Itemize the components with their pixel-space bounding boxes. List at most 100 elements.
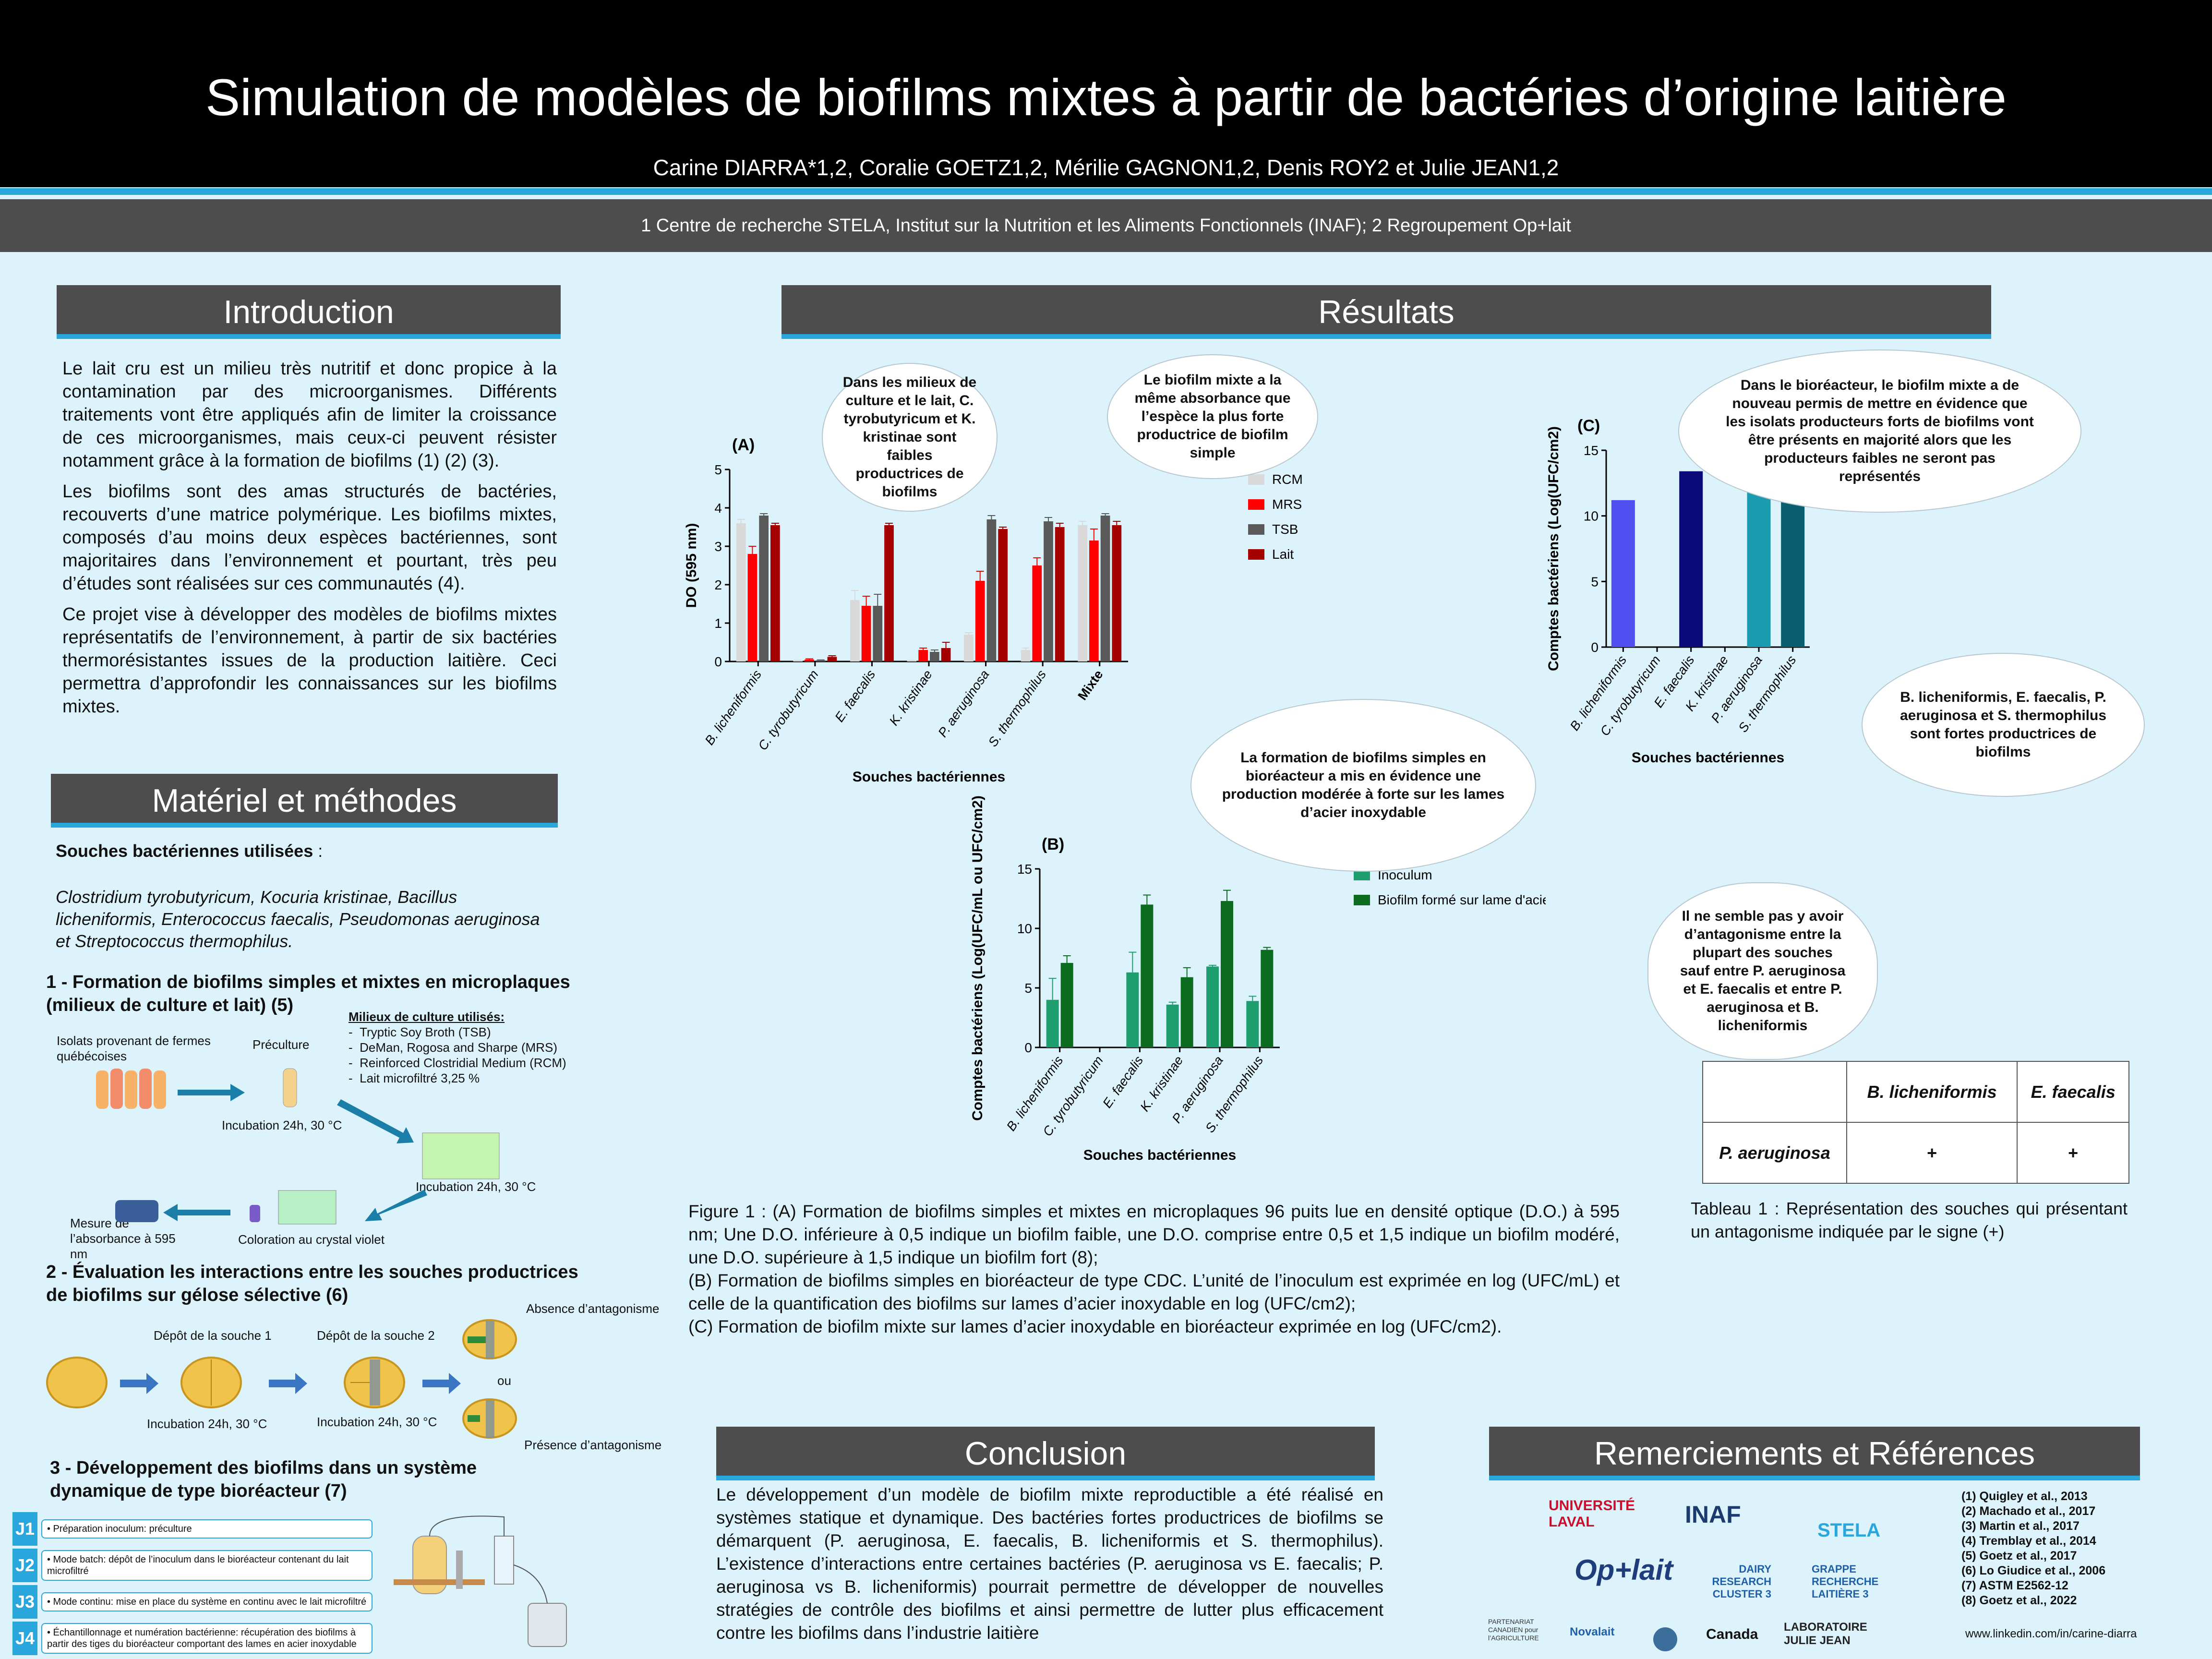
- bar: [1221, 901, 1233, 1047]
- intro-paragraph-1: Le lait cru est un milieu très nutritif …: [62, 359, 557, 471]
- header-bar: [0, 0, 2212, 187]
- legend-label: TSB: [1272, 522, 1298, 537]
- bar: [1611, 500, 1635, 647]
- label-deposit-2: Dépôt de la souche 2: [317, 1328, 435, 1343]
- x-tick-label: S. thermophilus: [986, 667, 1049, 749]
- callout-bubble-6: Il ne semble pas y avoir d’antagonisme e…: [1647, 882, 1878, 1060]
- figure-caption-a: Figure 1 : (A) Formation de biofilms sim…: [688, 1202, 1620, 1267]
- table-cell: +: [1846, 1122, 2018, 1184]
- label-incubation-2: Incubation 24h, 30 °C: [416, 1179, 536, 1194]
- bar: [1112, 525, 1122, 661]
- stained-plate-icon: [278, 1190, 337, 1225]
- step-text: • Préparation inoculum: préculture: [41, 1519, 373, 1539]
- novalait-logo: Novalait: [1570, 1625, 1615, 1638]
- grappe-logo: GRAPPE RECHERCHE LAITIÈRE 3: [1812, 1563, 1879, 1600]
- y-tick-label: 5: [714, 462, 722, 477]
- step-text: • Mode continu: mise en place du système…: [41, 1592, 373, 1611]
- legend-swatch: [1248, 499, 1264, 510]
- bar: [1141, 904, 1154, 1047]
- chart-title: (B): [1042, 835, 1064, 854]
- label-absence: Absence d’antagonisme: [526, 1301, 660, 1316]
- bar: [1044, 521, 1053, 661]
- bar: [1032, 565, 1042, 661]
- bar: [1100, 516, 1110, 661]
- conclusion-text: Le développement d’un modèle de biofilm …: [716, 1485, 1383, 1643]
- intro-paragraph-3: Ce projet vise à développer des modèles …: [62, 604, 557, 717]
- bar: [827, 657, 837, 661]
- julie-jean-lab-logo: LABORATOIRE JULIE JEAN: [1784, 1621, 1867, 1647]
- table-header-cell: B. licheniformis: [1846, 1061, 2018, 1123]
- label-stain: Coloration au crystal violet: [238, 1232, 385, 1247]
- y-tick-label: 2: [714, 577, 722, 592]
- x-tick-label: B. licheniformis: [702, 667, 765, 747]
- table-row-header: P. aeruginosa: [1702, 1122, 1847, 1184]
- bar: [759, 516, 769, 661]
- x-axis-label: Souches bactériennes: [1632, 750, 1784, 766]
- step3-title: 3 - Développement des biofilms dans un s…: [50, 1458, 477, 1501]
- y-tick-label: 10: [1017, 921, 1032, 936]
- methods-heading: Matériel et méthodes: [51, 774, 558, 828]
- bar: [884, 525, 894, 661]
- media-item: - Reinforced Clostridial Medium (RCM): [349, 1056, 566, 1070]
- results-heading: Résultats: [781, 285, 1991, 339]
- table-row: B. licheniformis E. faecalis: [1702, 1061, 2129, 1123]
- x-tick-label: E. faecalis: [1100, 1053, 1146, 1110]
- x-tick-label: C. tyrobutyricum: [755, 667, 821, 753]
- x-tick-label: C. tyrobutyricum: [1598, 653, 1663, 738]
- bioreactor-steps: J1 • Préparation inoculum: préculture J2…: [12, 1512, 377, 1655]
- inaf-logo: INAF: [1685, 1501, 1741, 1528]
- linkedin-link[interactable]: www.linkedin.com/in/carine-diarra: [1965, 1627, 2137, 1640]
- legend-label: Lait: [1272, 547, 1294, 562]
- strains-list: Clostridium tyrobutyricum, Kocuria krist…: [56, 887, 540, 951]
- reference-item: (5) Goetz et al., 2017: [1961, 1549, 2077, 1563]
- label-or: ou: [497, 1373, 511, 1388]
- bar: [1781, 483, 1805, 647]
- legend-label: RCM: [1272, 472, 1303, 487]
- step-number: J2: [12, 1549, 37, 1582]
- step2-agar-diagram: [46, 1319, 517, 1439]
- plate-reader-icon: [115, 1200, 158, 1222]
- arrow-icon: [422, 1373, 461, 1394]
- legend-label: MRS: [1272, 497, 1302, 512]
- x-tick-label: E. faecalis: [832, 667, 878, 724]
- y-tick-label: 4: [714, 501, 722, 516]
- label-isolates: Isolats provenant de fermes québécoises: [57, 1034, 211, 1063]
- bar: [1046, 999, 1059, 1047]
- reference-item: (8) Goetz et al., 2022: [1961, 1594, 2077, 1607]
- legend-swatch: [1354, 870, 1370, 880]
- bar: [1078, 525, 1087, 661]
- step-number: J1: [12, 1512, 37, 1546]
- refs-heading: Remerciements et Références: [1489, 1427, 2140, 1480]
- media-item: - Lait microfiltré 3,25 %: [349, 1071, 480, 1085]
- arrow-icon: [365, 1190, 427, 1221]
- y-tick-label: 0: [1024, 1040, 1032, 1055]
- table-corner-cell: [1702, 1061, 1847, 1123]
- x-tick-label: P. aeruginosa: [935, 667, 992, 740]
- label-presence: Présence d’antagonisme: [524, 1438, 662, 1452]
- step1-workflow-diagram: [96, 1068, 500, 1225]
- y-tick-label: 5: [1024, 981, 1032, 996]
- label-incub-plate-2: Incubation 24h, 30 °C: [317, 1415, 437, 1429]
- legend-swatch: [1354, 895, 1370, 905]
- y-tick-label: 10: [1584, 509, 1599, 524]
- reference-item: (6) Lo Giudice et al., 2006: [1961, 1564, 2106, 1577]
- seal-icon: [1653, 1627, 1677, 1651]
- reference-item: (7) ASTM E2562-12: [1961, 1579, 2068, 1592]
- table-caption: Tableau 1 : Représentation des souches q…: [1691, 1199, 2128, 1241]
- x-axis-label: Souches bactériennes: [1083, 1147, 1236, 1163]
- bar: [1021, 650, 1031, 661]
- table-header-cell: E. faecalis: [2017, 1061, 2129, 1123]
- step-number: J3: [12, 1585, 37, 1619]
- x-tick-label: K. kristinae: [887, 667, 935, 728]
- aafc-logo: PARTENARIAT CANADIEN pour l’AGRICULTURE: [1488, 1618, 1539, 1642]
- intro-paragraph-2: Les biofilms sont des amas structurés de…: [62, 481, 557, 594]
- step1-title: 1 - Formation de biofilms simples et mix…: [46, 972, 570, 1015]
- label-measure: Mesure de l’absorbance à 595 nm: [70, 1216, 176, 1261]
- callout-bubble-3: La formation de biofilms simples en bior…: [1190, 699, 1536, 872]
- x-axis-label: Souches bactériennes: [853, 769, 1005, 785]
- bar: [1089, 541, 1099, 661]
- oplait-logo: Op+lait: [1575, 1554, 1673, 1586]
- intro-text: Le lait cru est un milieu très nutritif …: [62, 357, 557, 726]
- bioreactor-diagram: [394, 1515, 567, 1647]
